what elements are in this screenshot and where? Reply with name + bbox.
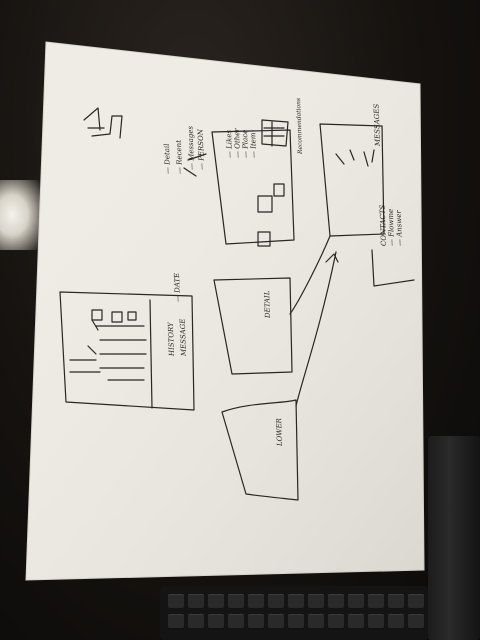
phone-device (428, 436, 480, 640)
panel-label-1: — DATE (173, 273, 182, 303)
light-glare (0, 180, 40, 250)
panel-label-2: MESSAGE (179, 318, 188, 357)
keyboard-key (248, 614, 264, 628)
keyboard (160, 586, 428, 640)
keyboard-key (288, 614, 304, 628)
keyboard-key (228, 594, 244, 608)
corner-doodle (83, 107, 123, 139)
messages-label: MESSAGES (373, 103, 383, 147)
keyboard-key (308, 594, 324, 608)
messages-box (319, 123, 385, 237)
nav-label-2: — Place (241, 130, 250, 159)
left-panel-box (59, 291, 195, 411)
keyboard-key (268, 614, 284, 628)
list-screen-box (211, 129, 295, 245)
keyboard-key (228, 614, 244, 628)
keyboard-key (288, 594, 304, 608)
list-label-3: — Recent (175, 140, 184, 174)
keyboard-key (208, 614, 224, 628)
keyboard-key (168, 614, 184, 628)
keyboard-key (348, 594, 364, 608)
arrow-to-detail (289, 235, 331, 315)
answer-sub-label: — Flowme (387, 209, 396, 247)
keyboard-key (188, 594, 204, 608)
detail-box-label: DETAIL (263, 290, 272, 319)
nav-label-3: — Other (233, 128, 242, 159)
answer-label: — Answer (395, 209, 404, 246)
nav-label-1: — Item (249, 132, 258, 158)
list-label-4: — Detail (163, 143, 172, 174)
keyboard-key (328, 594, 344, 608)
keyboard-key (168, 594, 184, 608)
lower-box-label: LOWER (275, 417, 284, 447)
list-label-2: — Messages (186, 125, 196, 170)
keyboard-key (368, 614, 384, 628)
keyboard-key (328, 614, 344, 628)
panel-label-3: HISTORY (167, 321, 176, 357)
keyboard-key (368, 594, 384, 608)
keyboard-key (388, 614, 404, 628)
keyboard-key (188, 614, 204, 628)
keyboard-key (268, 594, 284, 608)
nav-label-4: — Likes (225, 129, 234, 158)
keyboard-key (208, 594, 224, 608)
keyboard-key (388, 594, 404, 608)
keyboard-key (408, 594, 424, 608)
keyboard-key (348, 614, 364, 628)
top-box-label: Recommendations (295, 98, 304, 155)
contacts-label: CONTACTS (379, 204, 388, 246)
lower-box (221, 399, 299, 501)
keyboard-key (308, 614, 324, 628)
detail-box (213, 277, 293, 375)
keyboard-key (248, 594, 264, 608)
list-label-1: — PERSON (197, 128, 206, 170)
keyboard-key (408, 614, 424, 628)
arrow-to-lower (295, 251, 337, 407)
